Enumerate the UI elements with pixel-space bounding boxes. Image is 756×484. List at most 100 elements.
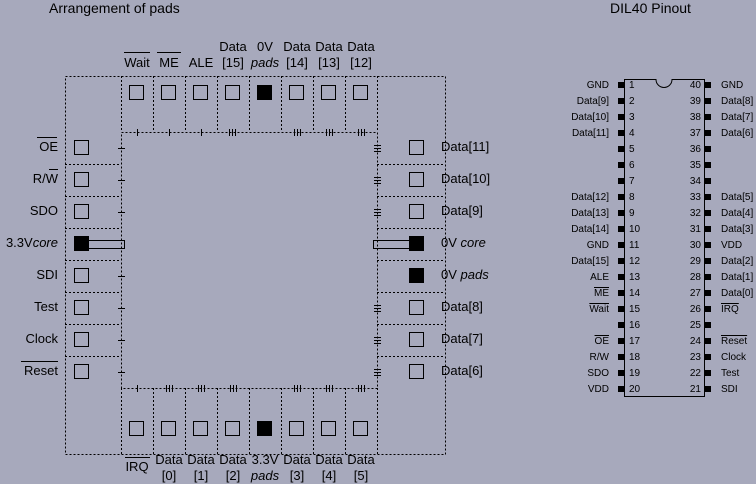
top-pad-label-line2: Wait: [124, 55, 150, 70]
top-pad-label-line2: [13]: [318, 55, 340, 70]
pin-leg-left: [618, 322, 624, 328]
pin-name-right: Data[4]: [721, 208, 754, 219]
pin-name-left: GND: [586, 240, 609, 251]
pin-number-left: 8: [629, 192, 635, 203]
pin-name-right: Data[2]: [721, 256, 754, 267]
bottom-pad-label-line2: [3]: [289, 468, 305, 483]
pin-leg-right: [705, 146, 711, 152]
left-pad-label-text: Clock: [25, 331, 58, 346]
pin-name-right: IRQ: [721, 304, 739, 315]
top-pad-label-line2: ME: [159, 55, 179, 70]
pin-number-left: 15: [629, 304, 641, 315]
pin-name-left: ME: [594, 288, 609, 299]
pin-number-left: 3: [629, 112, 635, 123]
right-pad: [409, 364, 424, 379]
pin-name-right: Clock: [721, 352, 747, 363]
bottom-pad-label-line2: [1]: [193, 468, 209, 483]
pin-name-left: ALE: [590, 272, 609, 283]
pin-name-left: Data[12]: [571, 192, 609, 203]
top-pad: [129, 85, 144, 100]
top-pad-label-line2: [14]: [286, 55, 308, 70]
pin-number-left: 12: [629, 256, 641, 267]
pin-leg-left: [618, 98, 624, 104]
left-pad-label: Test: [34, 300, 58, 314]
right-pad-label-suffix: pads: [456, 267, 489, 282]
bottom-pad-label-line1: Data: [219, 452, 247, 467]
pin-name-right: Data[1]: [721, 272, 754, 283]
bottom-pad-label-line1: 3.3V: [251, 452, 279, 467]
pin-name-right: Data[5]: [721, 192, 754, 203]
bottom-pad-label-line1: Data: [283, 452, 311, 467]
right-pad: [409, 268, 424, 283]
pin-name-left: Data[11]: [571, 128, 609, 139]
pin-name-left: VDD: [587, 384, 609, 395]
pin-number-right: 39: [689, 96, 701, 107]
pin-number-right: 21: [689, 384, 701, 395]
pin-leg-left: [618, 82, 624, 88]
pin-leg-left: [618, 386, 624, 392]
left-pad-label-text: R/W: [32, 171, 58, 186]
pin-number-right: 33: [689, 192, 701, 203]
pin-leg-right: [705, 226, 711, 232]
left-pad-label-text: 3.3V: [5, 235, 33, 250]
pin-leg-left: [618, 114, 624, 120]
pin-name-right: SDI: [721, 384, 738, 395]
top-pad-label-line1: Data: [219, 39, 247, 54]
pin-number-right: 30: [689, 240, 701, 251]
top-pad: [225, 85, 240, 100]
pin-leg-left: [618, 178, 624, 184]
left-pad-label: Clock: [25, 332, 58, 346]
right-pad-label: Data[10]: [441, 172, 490, 186]
pin-leg-left: [618, 130, 624, 136]
pin-leg-left: [618, 210, 624, 216]
pin-name-left: Data[10]: [571, 112, 609, 123]
right-pad-label: Data[6]: [441, 364, 483, 378]
pin-number-right: 40: [689, 80, 701, 91]
top-pad-label-line1: 0V: [257, 39, 273, 54]
right-pad: [409, 332, 424, 347]
top-pad-label-line1: Data: [315, 39, 343, 54]
bottom-pad: [193, 421, 208, 436]
pin-number-left: 9: [629, 208, 635, 219]
pin-name-left: Data[9]: [576, 96, 609, 107]
pin-number-left: 6: [629, 160, 635, 171]
bottom-pad-label-line2: [5]: [353, 468, 369, 483]
pin-leg-right: [705, 370, 711, 376]
pin-number-left: 16: [629, 320, 641, 331]
bottom-pad-label-line1: Data: [315, 452, 343, 467]
pin-name-right: GND: [721, 80, 744, 91]
pin-number-left: 17: [629, 336, 641, 347]
pin-leg-right: [705, 242, 711, 248]
bottom-pad-label-line1: Data: [347, 452, 375, 467]
bottom-pad: [161, 421, 176, 436]
right-pad-label-suffix: core: [456, 235, 486, 250]
right-pad-label-text: Data[11]: [441, 139, 490, 154]
pin-leg-left: [618, 290, 624, 296]
top-pad: [257, 85, 272, 100]
pin-leg-right: [705, 114, 711, 120]
pin-number-right: 32: [689, 208, 701, 219]
left-pad-label: 3.3Vcore: [6, 236, 58, 250]
pin-number-left: 11: [629, 240, 640, 251]
pin-number-left: 19: [629, 368, 641, 379]
pin-name-left: Wait: [589, 304, 609, 315]
pin-name-left: Data[14]: [571, 224, 609, 235]
pin-name-right: Data[0]: [721, 288, 754, 299]
top-pad: [289, 85, 304, 100]
left-pad: [74, 140, 89, 155]
right-pad-label: 0V pads: [441, 268, 489, 282]
left-pad-label-text: SDO: [29, 203, 58, 218]
right-pad: [409, 236, 424, 251]
bottom-pad-label: IRQ: [125, 459, 149, 474]
pin-name-right: Data[6]: [721, 128, 754, 139]
pin-name-right: Reset: [721, 336, 748, 347]
top-pad-label-line2: ALE: [188, 55, 214, 70]
pin-leg-right: [705, 338, 711, 344]
bottom-pad-label-line2: [2]: [225, 468, 241, 483]
pin-leg-right: [705, 258, 711, 264]
pin-leg-left: [618, 258, 624, 264]
pin-name-left: SDO: [587, 368, 609, 379]
left-pad-label-suffix: core: [32, 235, 58, 250]
pin-leg-right: [705, 178, 711, 184]
